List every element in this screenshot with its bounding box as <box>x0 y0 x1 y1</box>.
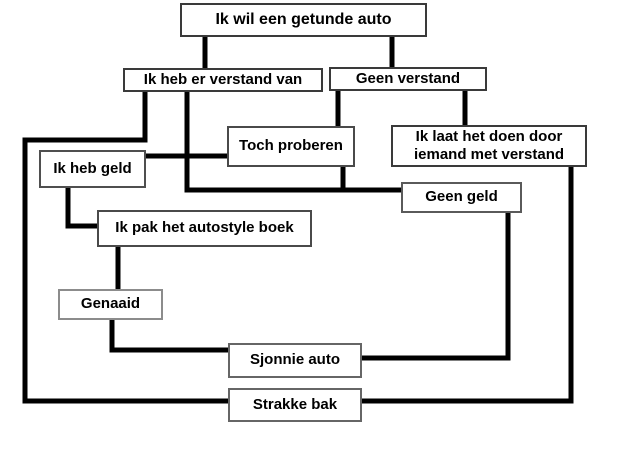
flow-node-label: Ik heb er verstand van <box>143 70 303 88</box>
flow-node-sjonnie-auto: Sjonnie auto <box>228 343 362 378</box>
flow-node-toch-proberen: Toch proberen <box>227 126 355 167</box>
flow-node-geen-geld: Geen geld <box>401 182 522 213</box>
flow-node-genaaid: Genaaid <box>58 289 163 320</box>
flow-node-label: Ik wil een getunde auto <box>215 11 392 29</box>
edge-laat-het-doen-to-strakke-bak <box>358 165 574 404</box>
flow-node-label: Genaaid <box>80 295 141 313</box>
flow-node-label: Geen verstand <box>355 69 461 87</box>
flow-node-label: Strakke bak <box>252 395 338 413</box>
flow-node-label: Toch proberen <box>239 137 343 155</box>
edge-geen-geld-to-sjonnie-auto <box>358 211 511 361</box>
flow-node-verstand-van: Ik heb er verstand van <box>123 68 323 92</box>
edge-verstand-van-to-geen-geld <box>184 90 405 193</box>
flow-node-geen-verstand: Geen verstand <box>329 67 487 91</box>
flow-node-ik-heb-geld: Ik heb geld <box>39 150 146 188</box>
flow-node-label: Geen geld <box>425 188 498 206</box>
flow-node-autostyle-boek: Ik pak het autostyle boek <box>97 210 312 247</box>
flow-node-label: Ik heb geld <box>53 159 132 177</box>
flow-node-label: Ik pak het autostyle boek <box>115 219 294 237</box>
edge-verstand-van-to-strakke-bak <box>22 90 232 404</box>
flow-node-label: Sjonnie auto <box>250 351 340 369</box>
edge-genaaid-to-sjonnie-auto <box>109 318 232 353</box>
edge-ik-heb-geld-to-autostyle-boek <box>65 186 101 229</box>
flow-node-wil-getunde-auto: Ik wil een getunde auto <box>180 3 427 37</box>
flow-node-strakke-bak: Strakke bak <box>228 388 362 422</box>
